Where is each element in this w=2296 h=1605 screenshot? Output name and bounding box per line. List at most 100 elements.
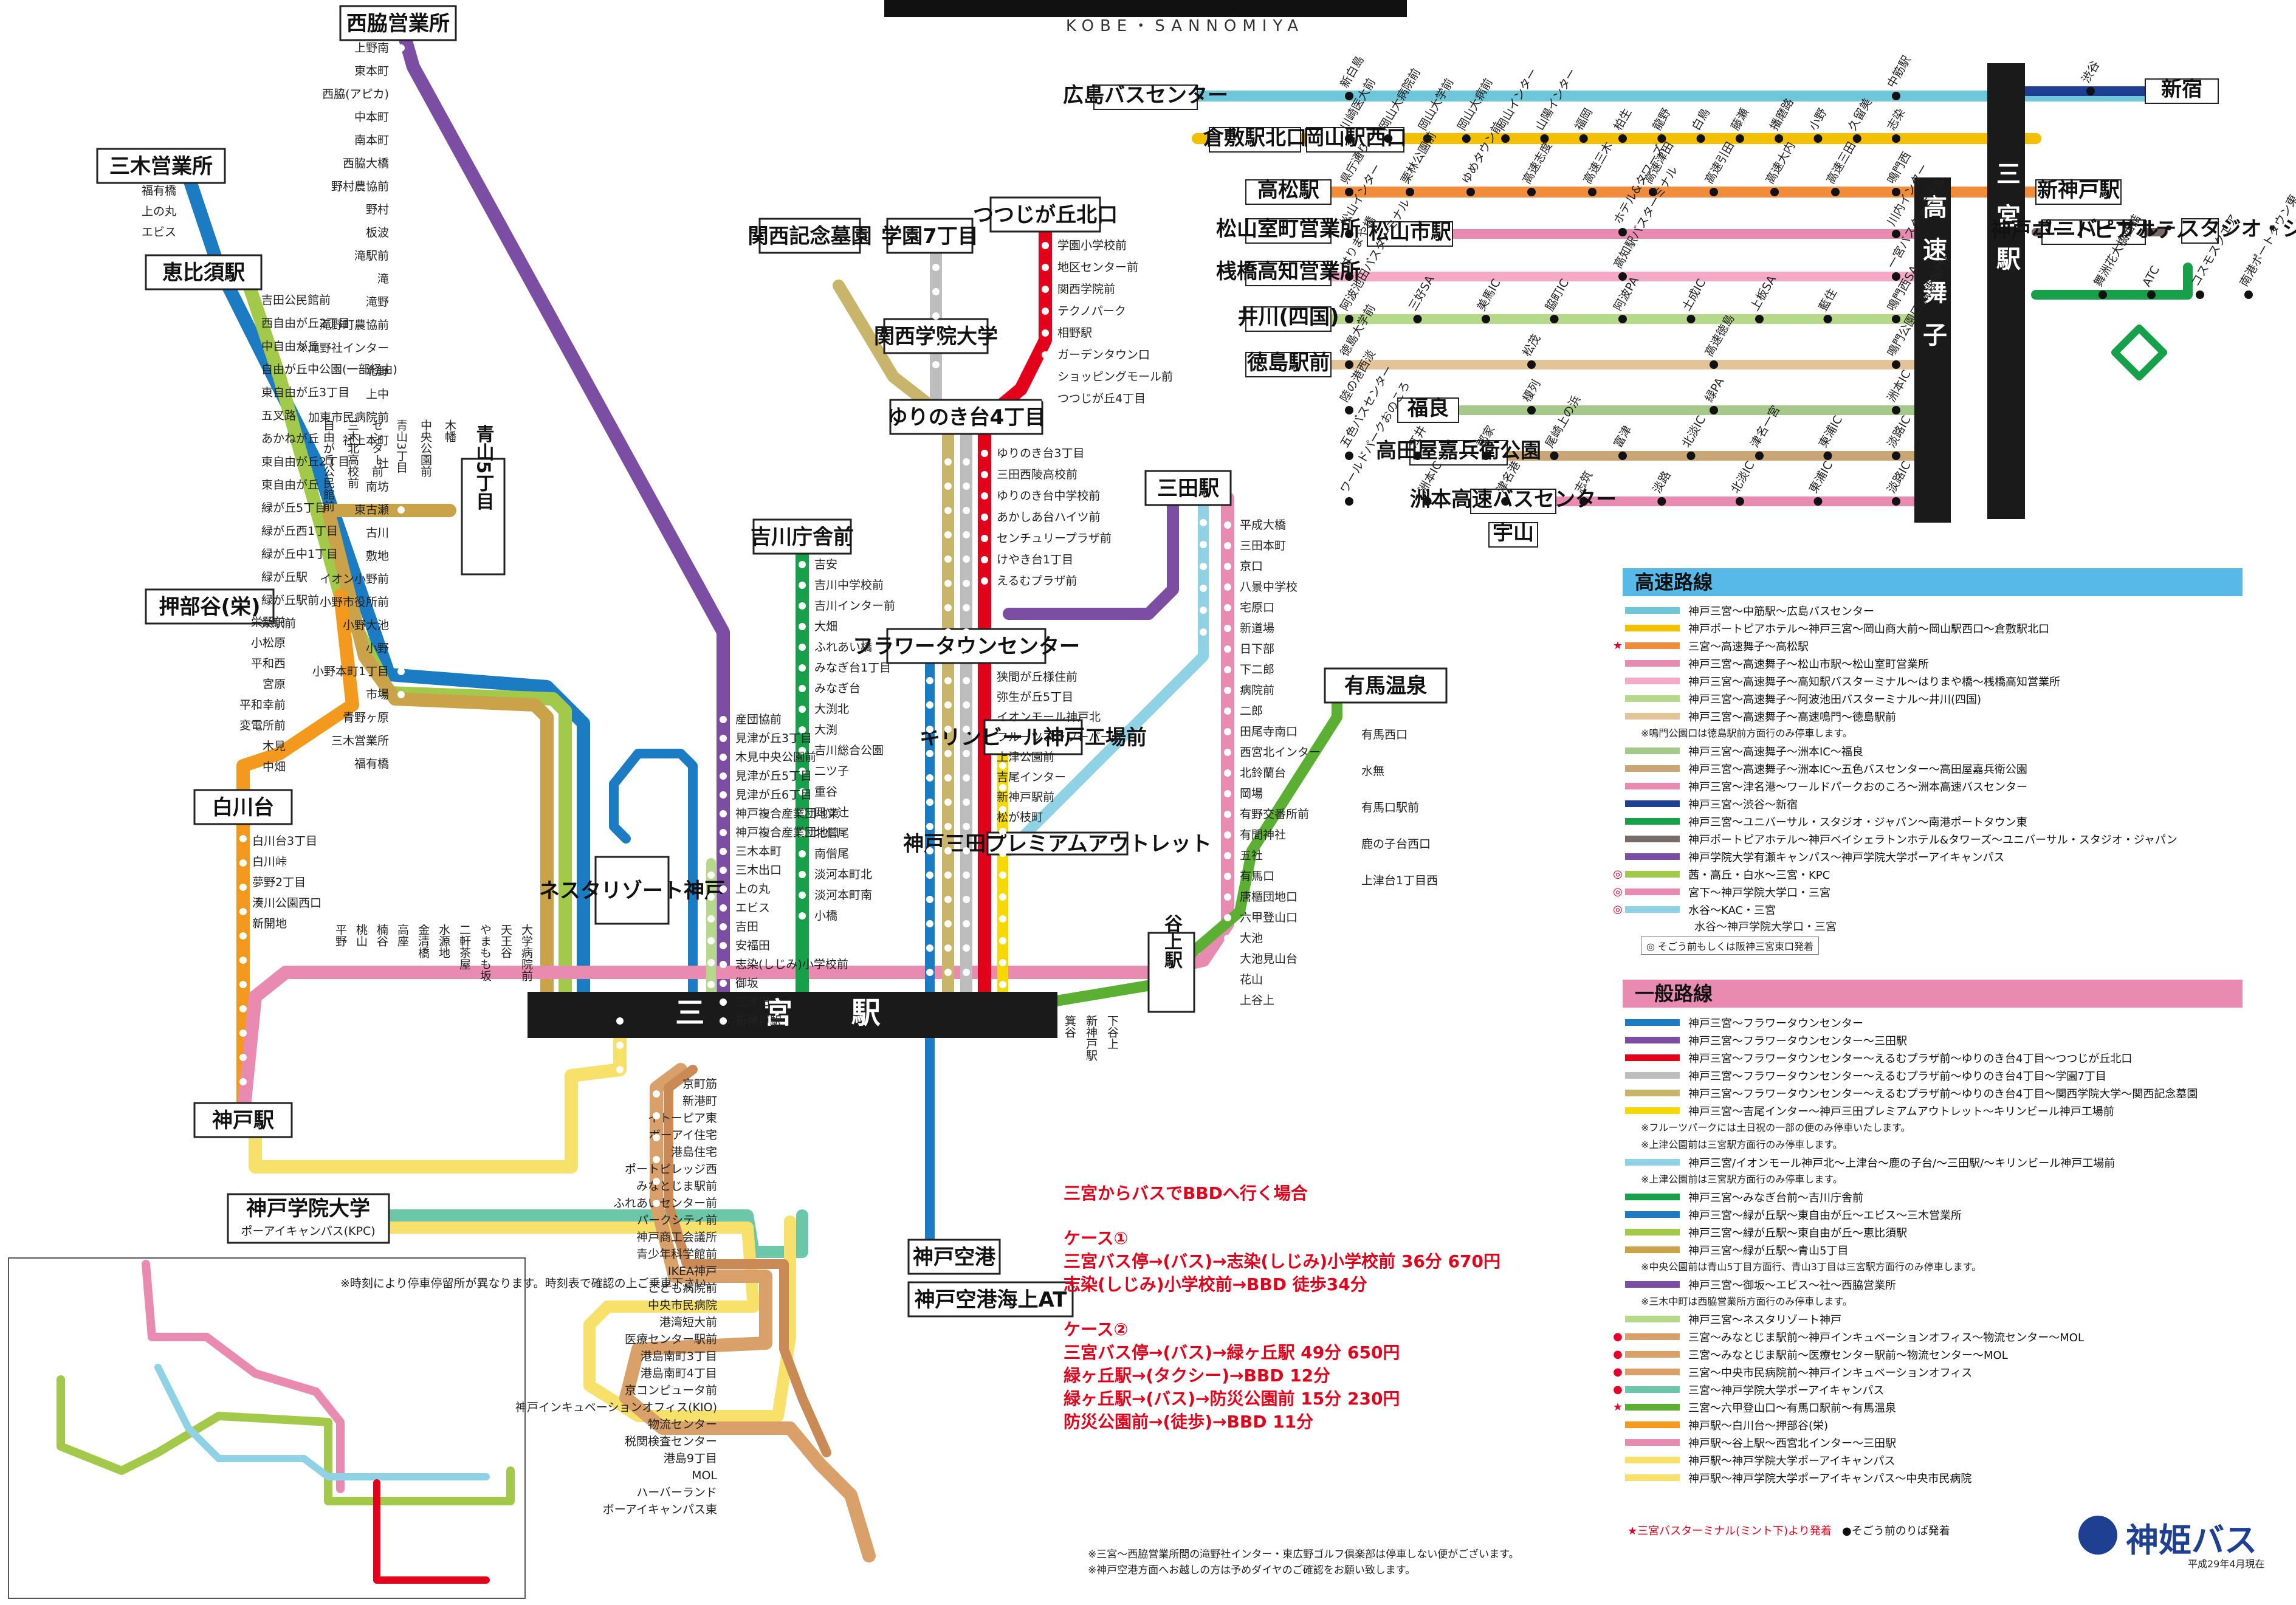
highway-stop-dot [1527,188,1536,196]
stop-label-port_line: IKEA神戸 [668,1265,717,1278]
highway-terminal-4[interactable]: 松山市駅 [1367,220,1453,247]
terminal-kgu[interactable]: 関西学院大学 [874,318,998,354]
stop-label-sanda_line: 六甲登山口 [1240,911,1298,924]
case2-title: ケース② [1064,1319,1129,1339]
legend-highway-extra: 水谷〜神戸学院大学口・三宮 [1694,921,1837,933]
legend-general-row: 神戸三宮〜フラワータウンセンター〜えるむプラザ前〜ゆりのき台4丁目〜学園7丁目 [1610,1067,2249,1084]
terminal-yoshikawa[interactable]: 吉川庁舎前 [751,518,854,555]
terminal-gakuen7[interactable]: 学園7丁目 [881,218,978,254]
legend-text: 三宮〜中央市民病院前〜神戸インキュベーションオフィス [1688,1366,1973,1380]
stop-label-port_line: 港島住宅 [671,1146,717,1159]
stop-dot [799,561,806,568]
stop-label-flower_line: 松が枝町 [997,811,1043,824]
terminal-tanigami[interactable]: 谷上駅 [1147,914,1195,1013]
stop-dot [707,937,715,944]
legend-text: 三宮〜神戸学院大学ポーアイキャンパス [1688,1384,1885,1397]
terminal-tsutsuji[interactable]: つつじが丘北口 [973,196,1118,233]
stop-dot [944,628,952,636]
stop-label-nishiwaki_line: 板波 [366,226,389,239]
terminal-kirin[interactable]: キリンビール神戸工場前 [919,719,1147,755]
highway-stop-dot [1649,188,1657,196]
stop-label-yoshikawa_line: 淡河本町北 [814,868,872,881]
terminal-ebisu[interactable]: 恵比須駅 [145,254,263,290]
highway-terminal-6[interactable]: 桟橋高知営業所 [1216,259,1361,286]
stop-dot [1224,542,1231,549]
highway-terminal-9[interactable]: 福良 [1397,396,1459,423]
highway-terminal-10[interactable]: 高田屋嘉兵衛公園 [1376,439,1541,466]
highway-terminal-15[interactable]: 新神戸駅 [2035,178,2122,205]
highway-terminal-0[interactable]: 広島バスセンター [1063,83,1228,110]
highway-terminal-14[interactable]: 神戸ポートピアホテル [1990,218,2197,245]
stop-dot [981,556,988,563]
stop-dot [963,823,970,830]
highway-terminal-3[interactable]: 高松駅 [1245,178,1332,205]
terminal-nishiwaki[interactable]: 西脇営業所 [339,5,457,41]
stop-label-nishiwaki_line: 上中 [366,388,389,401]
stop-dot [799,871,806,878]
stop-label-kgu_line: 関西学院前 [1057,283,1115,296]
legend-text: 三宮〜みなとじま駅前〜医療センター駅前〜物流センター〜MOL [1688,1349,2008,1362]
stop-dot [720,998,727,1006]
case-heading: 三宮からバスでBBDへ行く場合 [1064,1183,1308,1203]
terminal-kobe_airport[interactable]: 神戸空港 [907,1239,1001,1275]
highway-terminal-label-1: 倉敷駅北口 [1203,126,1307,150]
legend-swatch [1625,871,1680,878]
terminal-kpc[interactable]: 神戸学院大学ポーアイキャンパス(KPC) [227,1193,390,1244]
highway-terminal-12[interactable]: 宇山 [1488,521,1538,548]
stop-label-arima_line: 有馬口駅前 [1361,801,1419,814]
route-line-inset-lightblue [154,1364,490,1480]
stop-label-ebisu_line: 中自由が丘 [261,340,319,353]
terminal-shirakawadai[interactable]: 白川台 [193,789,293,825]
terminal-aoyama[interactable]: 青山5丁目 [461,425,506,576]
highway-stop-dot [2086,87,2095,95]
stop-label-port_line: パークシティ前 [637,1214,717,1227]
terminal-oshibedani[interactable]: 押部谷(栄) [145,588,275,625]
stop-dot [1042,329,1049,337]
stop-dot [944,555,952,563]
legend-highway-row: 神戸三宮〜高速舞子〜高速鳴門〜徳島駅前 [1610,707,2249,725]
terminal-yurinoki[interactable]: ゆりのき台4丁目 [887,399,1046,435]
stop-dot [944,604,952,611]
stop-dot [999,937,1006,944]
stop-dot [720,791,727,799]
legend-highway-row: 神戸三宮〜中筋駅〜広島バスセンター [1610,602,2249,619]
highway-terminal-5[interactable]: 松山室町営業所 [1216,217,1361,244]
highway-terminal-1[interactable]: 倉敷駅北口 [1203,126,1307,153]
highway-stop-dot [1892,230,1900,238]
highway-terminal-16[interactable]: ユニバーサル・スタジオ・ジャパン [2035,217,2296,244]
stop-label-kgu_line: 地区センター前 [1057,261,1138,274]
terminal-airport_at[interactable]: 神戸空港海上AT [907,1281,1074,1318]
legend-swatch [1625,906,1680,913]
legend-mark: ◎ [1613,903,1623,916]
route-line-inset-red [373,1479,490,1584]
terminal-nesuta[interactable]: ネスタリゾート神戸 [539,856,725,925]
terminal-sanda[interactable]: 三田駅 [1144,470,1232,506]
highway-stop-label: 中筋駅 [1885,53,1914,90]
legend-swatch [1625,1333,1680,1340]
highway-stop-label: 播磨路 [1767,96,1796,132]
highway-stop-dot [1892,272,1900,281]
stop-dot [397,275,405,283]
terminal-kobe_station[interactable]: 神戸駅 [193,1102,293,1138]
logo-mark-icon [2078,1516,2117,1555]
stop-dot [707,893,715,901]
terminal-premium[interactable]: 神戸三田プレミアムアウトレット [903,831,1212,856]
terminal-kansai_kinen[interactable]: 関西記念墓園 [748,218,872,254]
stop-dot [397,67,405,75]
terminal-miki[interactable]: 三木営業所 [96,148,226,184]
highway-stop-label: 志染 [1885,106,1908,133]
stop-dot [397,160,405,167]
terminal-arima[interactable]: 有馬温泉 [1324,667,1448,704]
highway-stop-label: 小野 [1807,106,1830,133]
stop-label-sanda_line: 花山 [1240,973,1263,986]
highway-stop-dot [1892,315,1900,323]
stop-label-oshibe_line: 栄駅前 [251,616,286,629]
highway-terminal-label-13: 新宿 [2161,77,2202,101]
stop-dot [720,772,727,780]
highway-terminal-8[interactable]: 徳島駅前 [1245,351,1332,377]
stop-dot [981,492,988,500]
highway-terminal-7[interactable]: 井川(四国) [1237,305,1339,332]
highway-stop-dot [1345,92,1353,100]
highway-terminal-13[interactable]: 新宿 [2145,77,2219,104]
